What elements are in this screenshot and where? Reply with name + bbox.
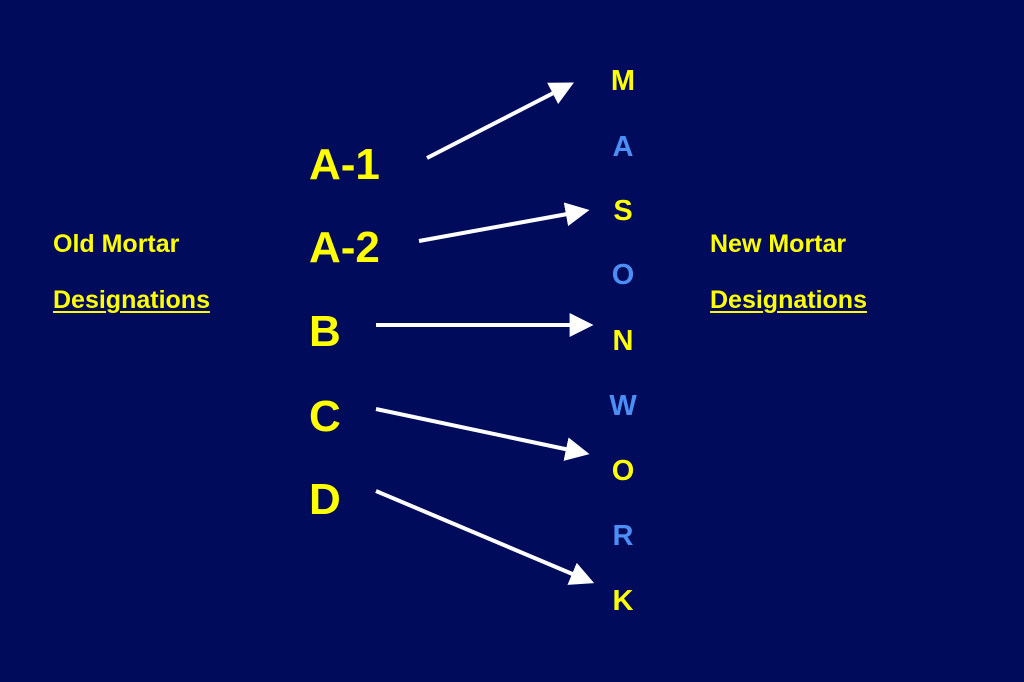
old-designation-b: B: [309, 307, 341, 356]
masonwork-letter-n: N: [612, 325, 634, 357]
masonwork-letter-m: M: [610, 65, 636, 97]
masonwork-letter-a: A: [612, 131, 634, 163]
arrow-c-to-o: [375, 407, 590, 461]
old-designation-d: D: [309, 475, 341, 524]
old-designation-a2: A-2: [309, 223, 380, 272]
arrow-a2-to-s: [418, 202, 590, 243]
masonwork-letter-s: S: [613, 195, 633, 227]
old-designations-label: Designations: [53, 286, 210, 314]
old-designation-a1: A-1: [309, 140, 380, 189]
masonwork-letter-o1: O: [611, 259, 635, 291]
masonwork-letter-k: K: [612, 585, 634, 617]
masonwork-letter-o2: O: [611, 455, 635, 487]
old-designation-c: C: [309, 392, 341, 441]
old-mortar-label: Old Mortar: [53, 230, 180, 258]
new-designations-label: Designations: [710, 286, 867, 314]
arrow-d-to-k: [375, 489, 595, 585]
masonwork-letter-r: R: [612, 520, 634, 552]
masonwork-letter-w: W: [609, 390, 637, 422]
new-mortar-label: New Mortar: [710, 230, 847, 258]
arrow-a1-to-m: [426, 82, 574, 160]
